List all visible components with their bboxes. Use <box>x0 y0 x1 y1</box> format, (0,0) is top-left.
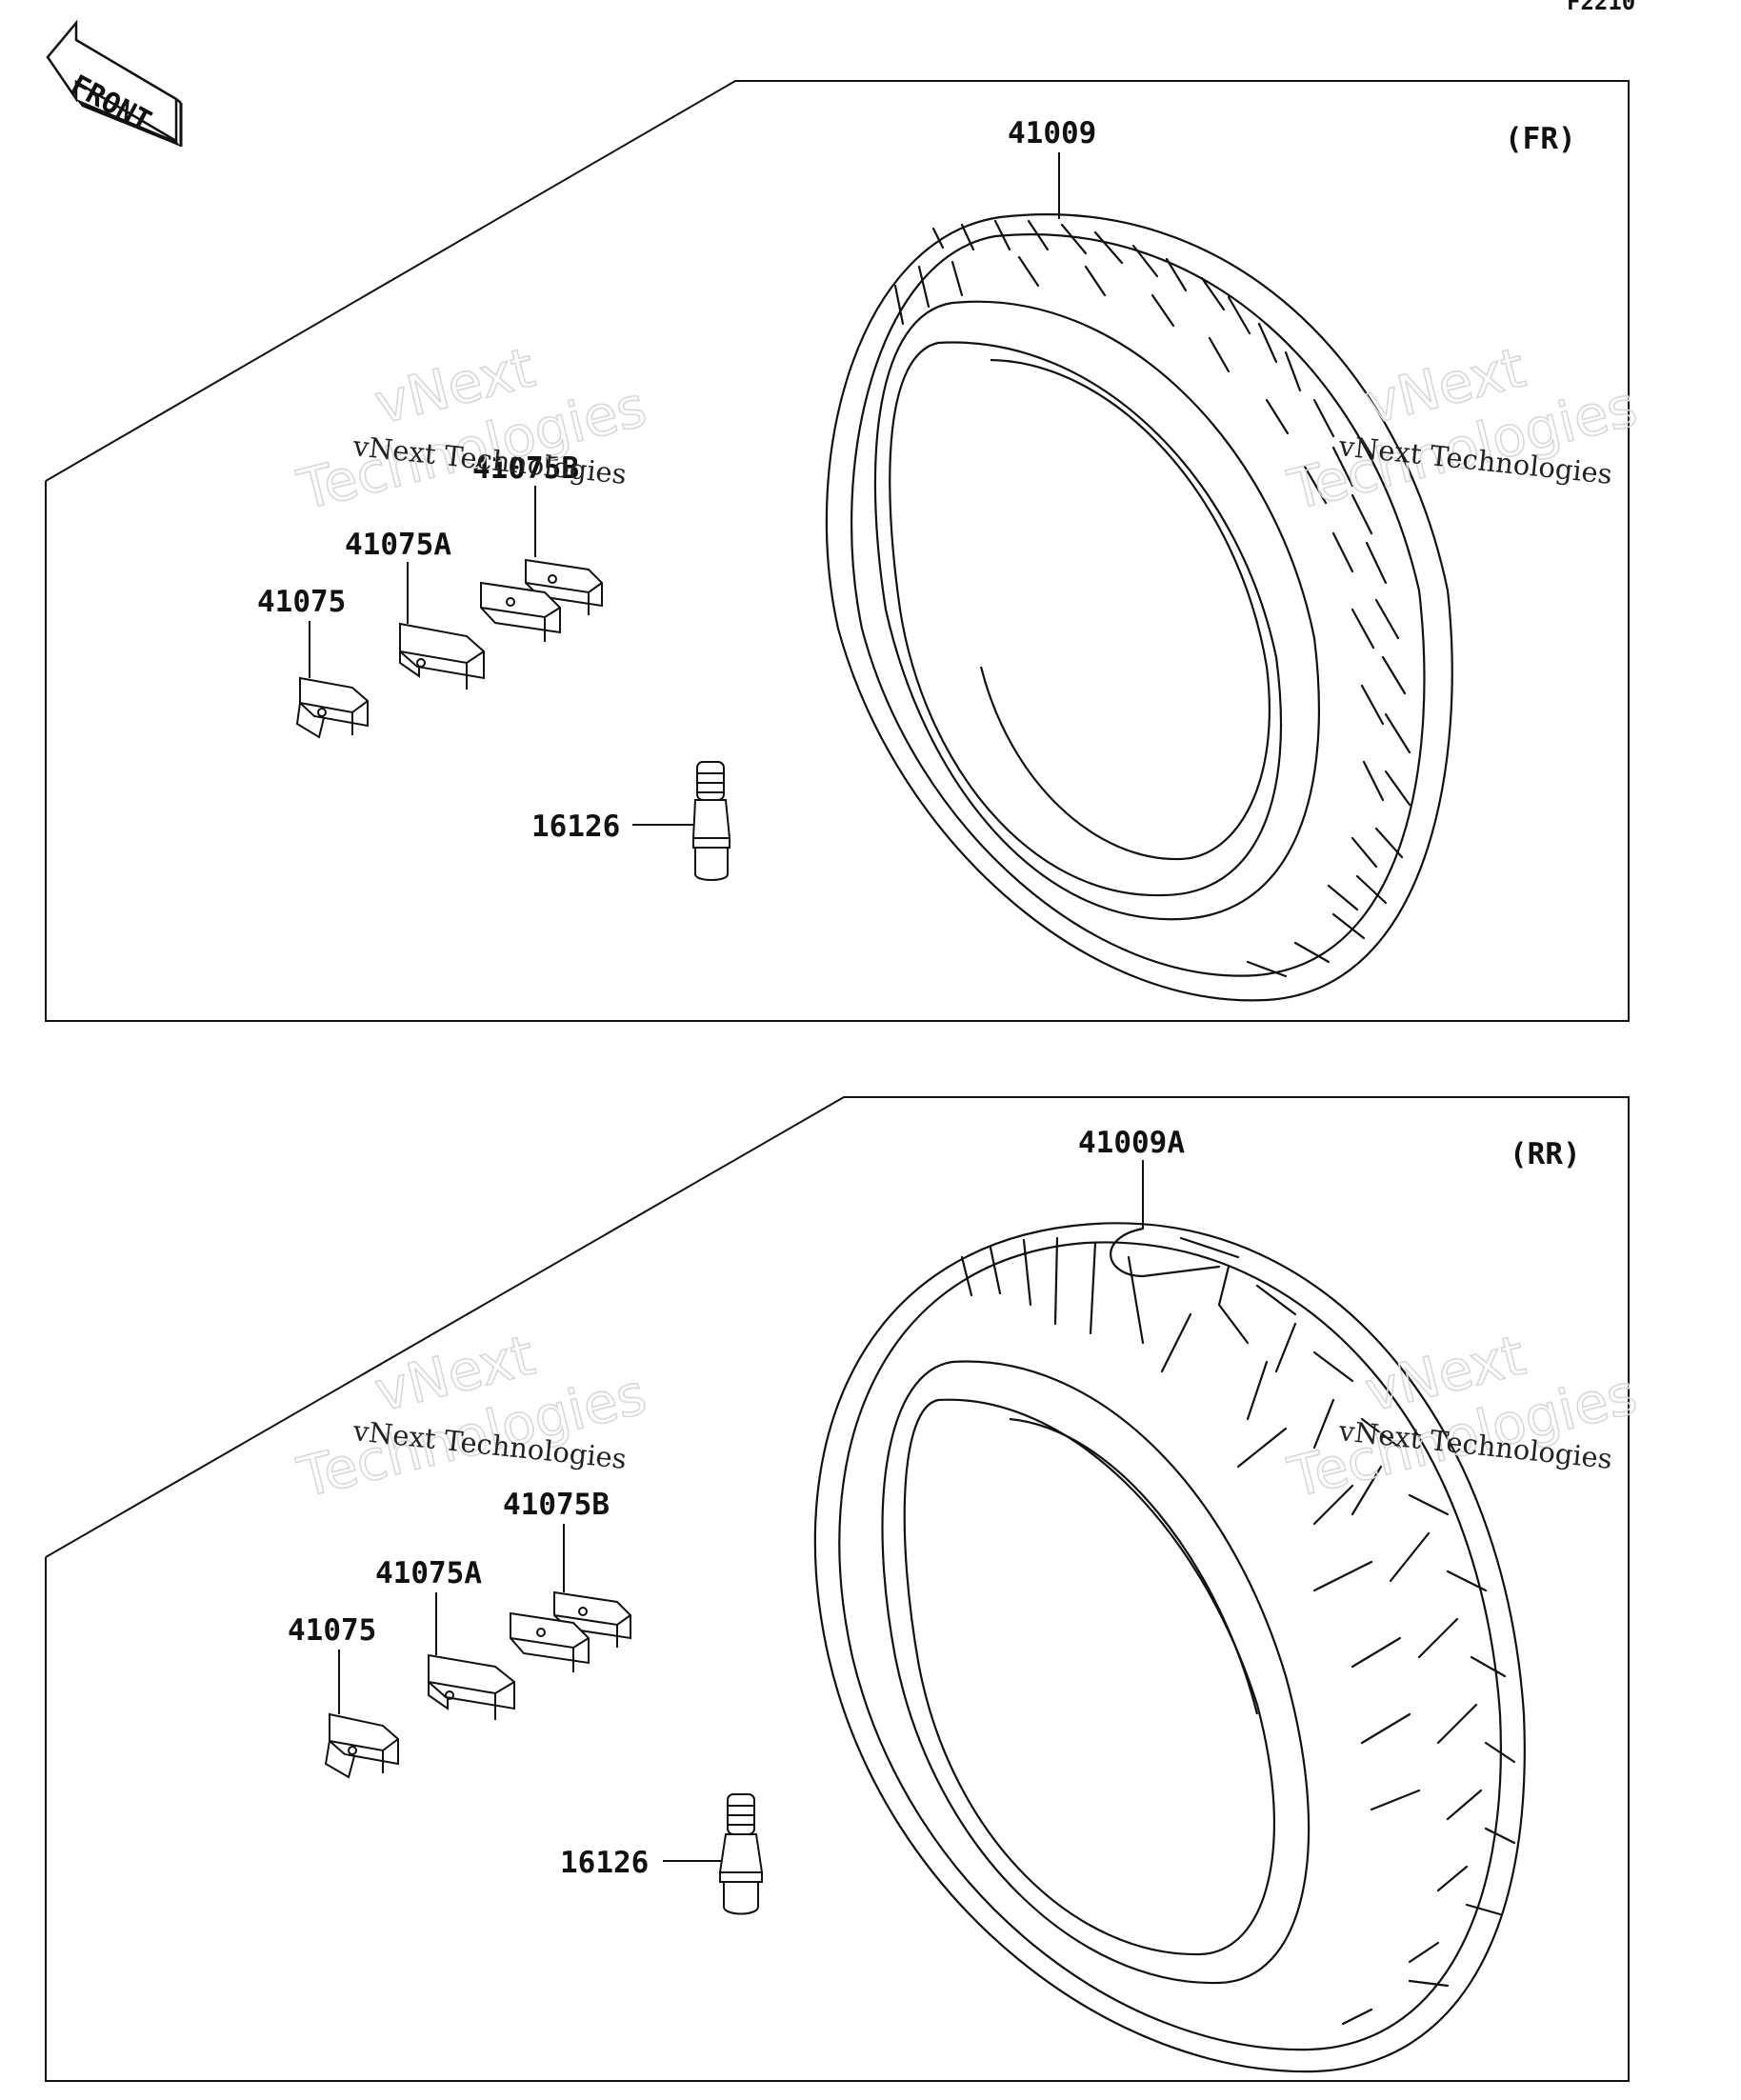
panel-rear: (RR) <box>45 1096 1644 2082</box>
panel-front-border <box>45 80 1630 1022</box>
watermark-right-front: vNext Technologies vNext Technologies <box>1281 334 1644 524</box>
watermark-left-front: vNext Technologies vNext Technologies <box>290 334 653 524</box>
balancer-weight-icon <box>295 676 369 739</box>
part-label-rear-tire: 41009A <box>1078 1126 1185 1160</box>
part-label-front-balancer-b: 41075B <box>472 451 579 486</box>
valve-stem-icon <box>718 1793 764 1915</box>
diagram-code: F2210 <box>1567 0 1635 15</box>
panel-rear-position: (RR) <box>1510 1137 1581 1171</box>
balancer-weight-icon <box>324 1712 399 1779</box>
part-label-rear-balancer-b: 41075B <box>503 1488 610 1522</box>
balancer-b-weight-icon <box>480 558 603 642</box>
valve-stem-icon <box>691 761 731 881</box>
front-arrow-icon: FRONT <box>46 19 183 147</box>
part-label-rear-balancer-a: 41075A <box>375 1556 482 1590</box>
part-label-front-balancer-a: 41075A <box>345 528 451 562</box>
panel-rear-border <box>45 1096 1630 2082</box>
part-label-front-valve: 16126 <box>531 810 620 844</box>
part-label-rear-balancer: 41075 <box>288 1613 376 1648</box>
balancer-b-weight-icon <box>510 1590 631 1672</box>
rear-tire <box>813 1222 1526 2073</box>
watermark-left-rear: vNext Technologies vNext Technologies <box>290 1322 653 1511</box>
panel-front: (FR) <box>45 80 1644 1022</box>
balancer-a-weight-icon <box>428 1653 515 1720</box>
front-tire <box>825 213 1453 1002</box>
balancer-a-weight-icon <box>399 622 485 690</box>
watermark-right-rear: vNext Technologies vNext Technologies <box>1281 1322 1644 1511</box>
panel-front-position: (FR) <box>1505 122 1576 156</box>
part-label-rear-valve: 16126 <box>560 1846 649 1880</box>
part-label-front-tire: 41009 <box>1008 116 1096 150</box>
part-label-front-balancer: 41075 <box>257 585 346 619</box>
